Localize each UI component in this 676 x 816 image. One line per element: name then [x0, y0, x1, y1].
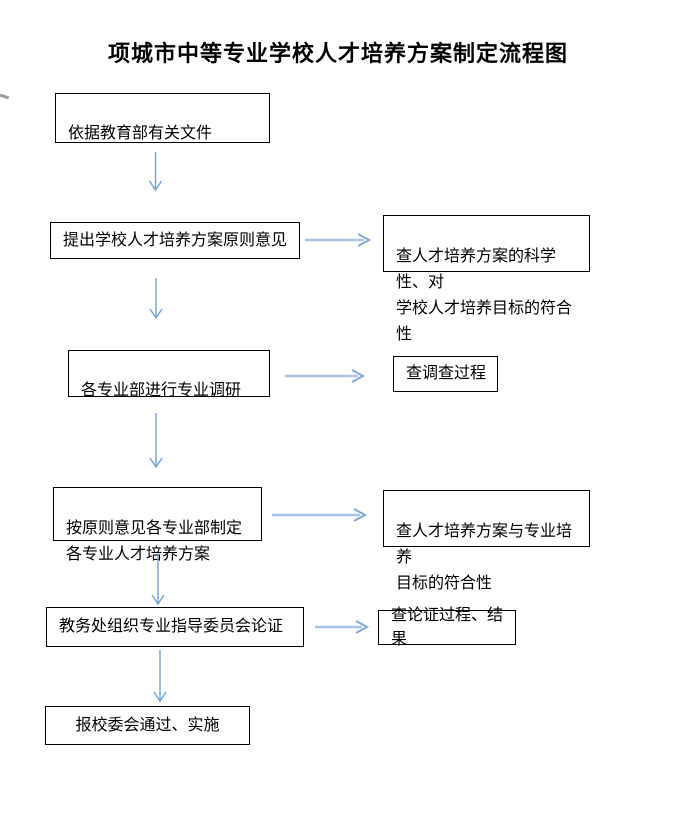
down-arrow-2-icon: [149, 278, 163, 320]
page-title: 项城市中等专业学校人才培养方案制定流程图: [107, 41, 568, 66]
right-arrow-2-icon: [285, 369, 366, 383]
flow-step-propose-principles: 提出学校人才培养方案原则意见: [50, 222, 300, 259]
right-arrow-1-icon: [305, 233, 372, 247]
flow-step-approval-implementation: 报校委会通过、实施: [45, 706, 250, 745]
flow-step-label: 报校委会通过、实施: [75, 716, 220, 734]
flow-check-label: 查论证过程、结果: [391, 606, 504, 648]
stray-mark: [0, 93, 10, 100]
flow-step-committee-review: 教务处组织专业指导委员会论证: [46, 607, 304, 647]
flow-check-label: 查调查过程: [406, 365, 487, 382]
flow-step-label: 按原则意见各专业部制定 各专业人才培养方案: [66, 520, 243, 563]
flow-check-label: 查人才培养方案的科学性、对 学校人才培养目标的符合性: [396, 248, 573, 343]
flow-check-label: 查人才培养方案与专业培养 目标的符合性: [396, 523, 573, 592]
right-arrow-3-icon: [272, 508, 368, 522]
flow-step-label: 依据教育部有关文件: [68, 125, 213, 142]
down-arrow-5-icon: [153, 650, 167, 703]
flow-check-goal-conformity: 查人才培养方案与专业培养 目标的符合性: [383, 490, 590, 592]
down-arrow-1-icon: [148, 152, 163, 192]
right-arrow-4-icon: [315, 620, 370, 634]
flow-check-scientific-validity: 查人才培养方案的科学性、对 学校人才培养目标的符合性: [383, 215, 590, 343]
flow-check-review-results: 查论证过程、结果: [378, 607, 516, 648]
flow-check-survey-process: 查调查过程: [393, 356, 498, 392]
flow-step-label: 提出学校人才培养方案原则意见: [63, 231, 288, 249]
flow-step-label: 教务处组织专业指导委员会论证: [59, 618, 284, 635]
flow-step-ministry-documents: 依据教育部有关文件: [55, 93, 270, 143]
down-arrow-3-icon: [149, 413, 163, 469]
flow-step-formulate-plans: 按原则意见各专业部制定 各专业人才培养方案: [53, 487, 262, 563]
flow-step-department-research: 各专业部进行专业调研: [68, 350, 270, 399]
flow-step-label: 各专业部进行专业调研: [81, 382, 242, 399]
